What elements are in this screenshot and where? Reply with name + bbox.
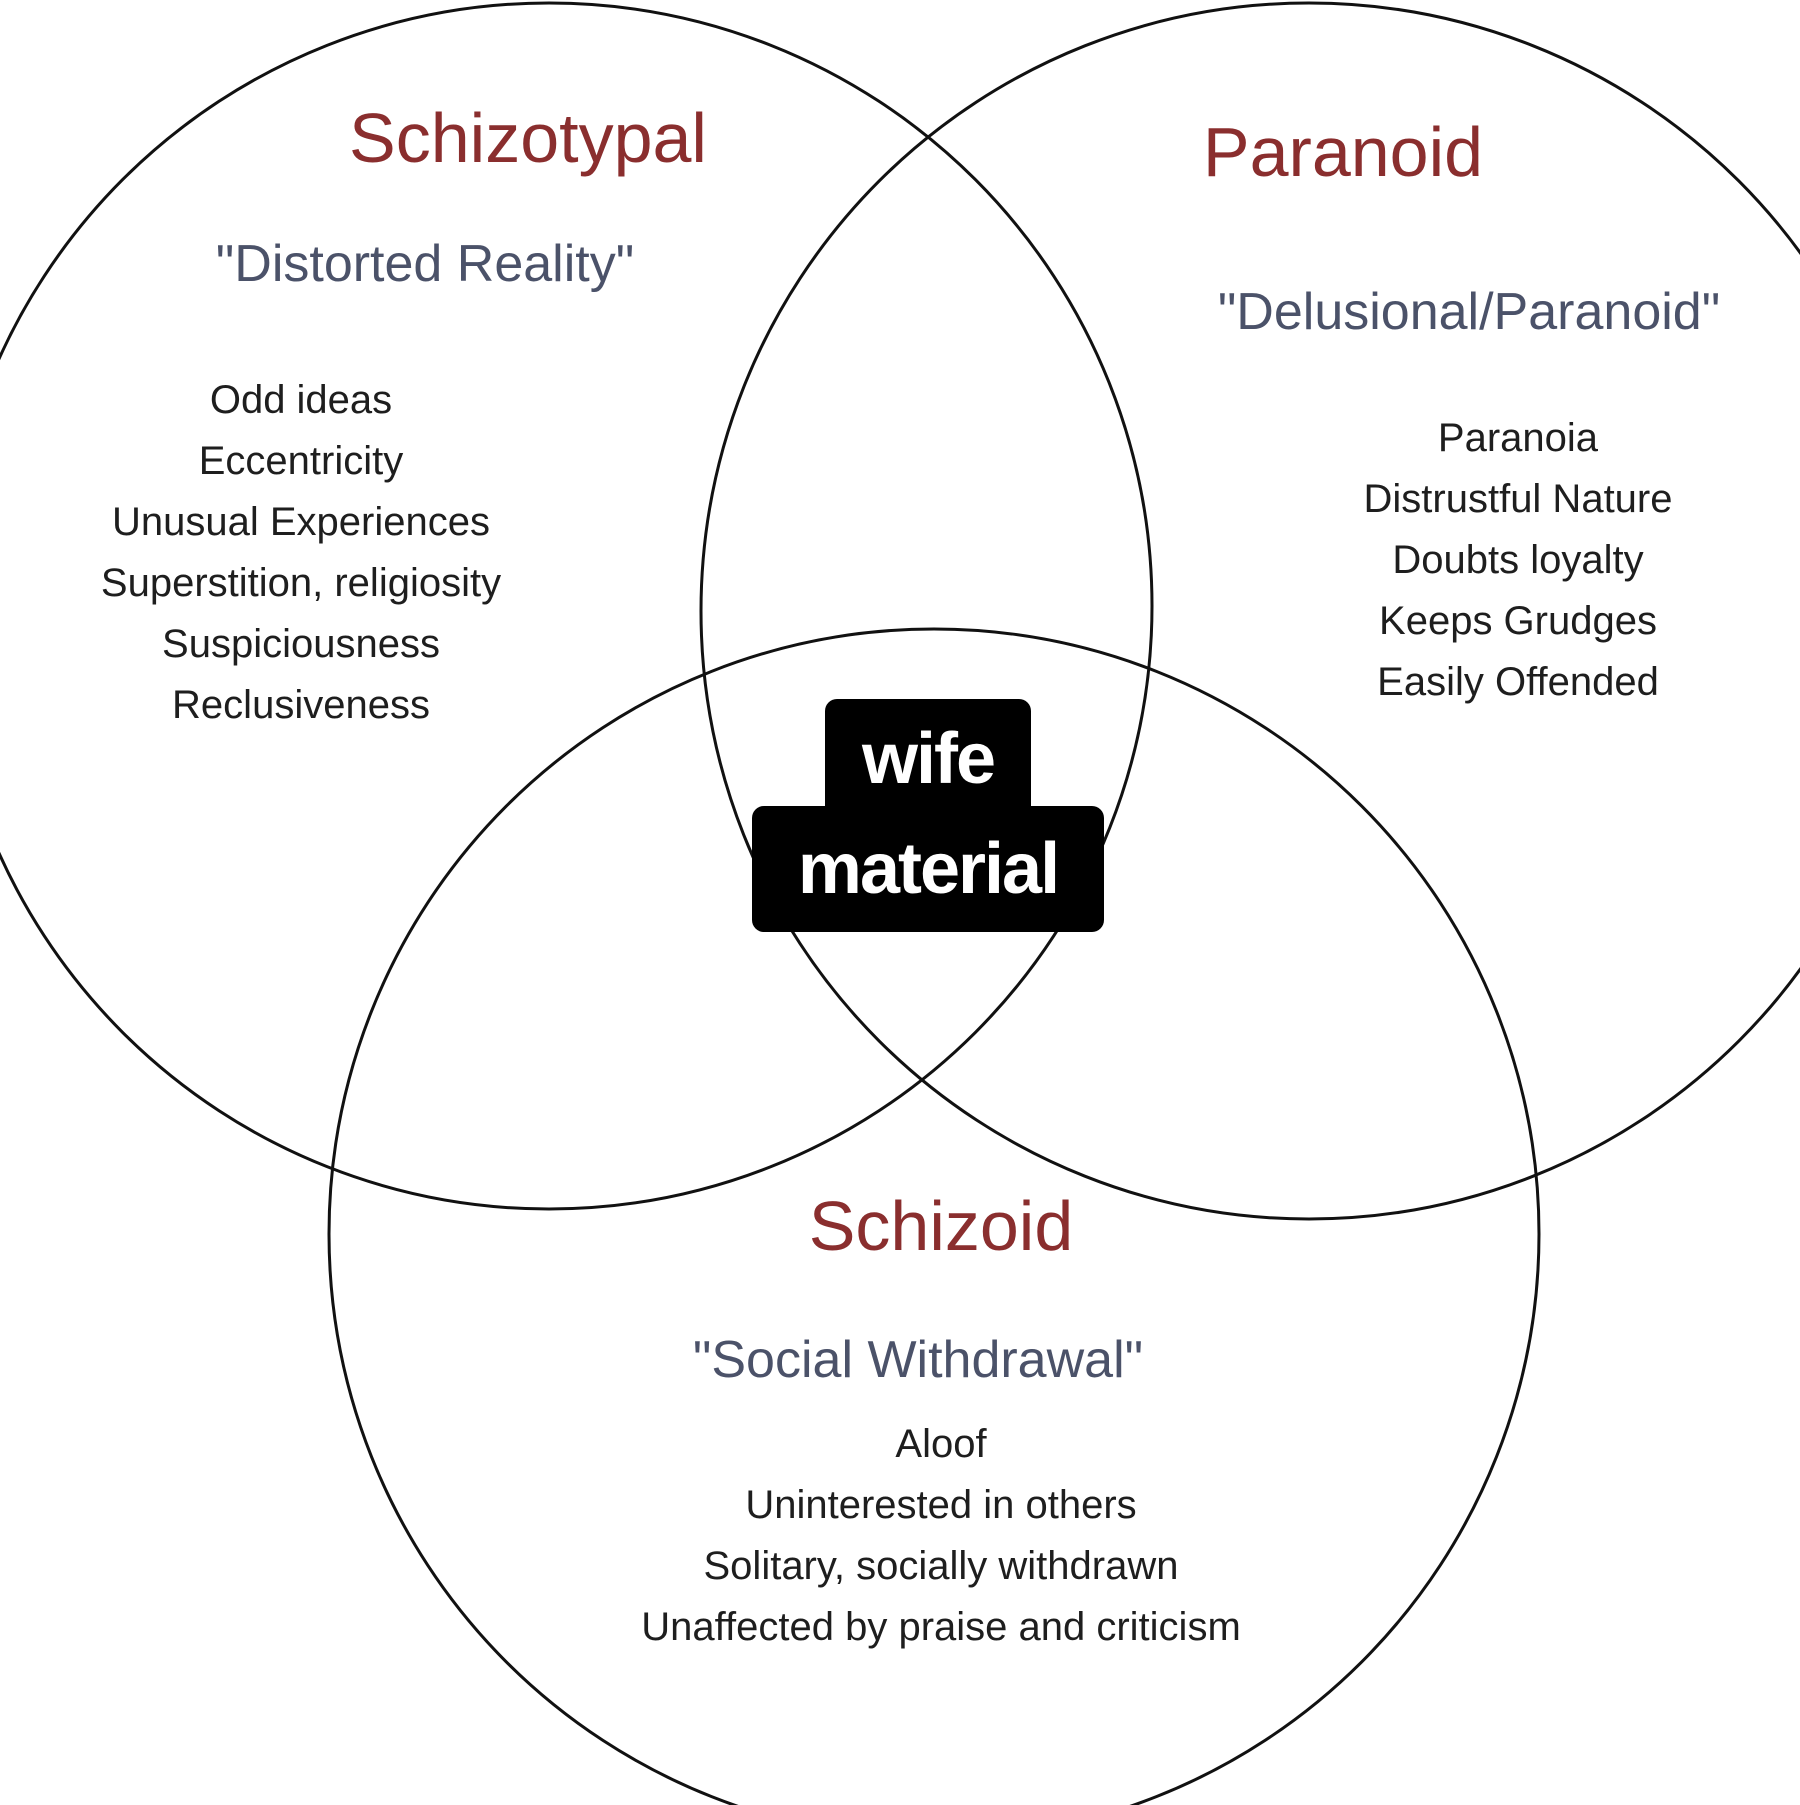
trait: Unaffected by praise and criticism (641, 1605, 1241, 1649)
schizotypal-traits: Odd ideas Eccentricity Unusual Experienc… (101, 370, 501, 736)
circle-paranoid (699, 1, 1800, 1221)
schizotypal-title: Schizotypal (349, 99, 707, 177)
trait: Solitary, socially withdrawn (703, 1544, 1179, 1588)
circle-schizoid (327, 627, 1541, 1805)
trait: Reclusiveness (172, 683, 430, 727)
trait: Superstition, religiosity (100, 561, 502, 605)
paranoid-subtitle: "Delusional/Paranoid" (1217, 283, 1721, 341)
schizotypal-subtitle: "Distorted Reality" (215, 235, 635, 293)
trait: Distrustful Nature (1363, 477, 1673, 521)
trait: Doubts loyalty (1392, 538, 1644, 582)
schizoid-subtitle: "Social Withdrawal" (692, 1331, 1144, 1389)
schizoid-title: Schizoid (808, 1187, 1074, 1265)
circle-schizotypal (0, 1, 1154, 1211)
schizoid-traits: Aloof Uninterested in others Solitary, s… (641, 1414, 1241, 1658)
center-label-line1: wife (825, 699, 1031, 819)
trait: Easily Offended (1377, 660, 1659, 704)
trait: Suspiciousness (162, 622, 440, 666)
trait: Paranoia (1437, 416, 1599, 460)
trait: Uninterested in others (745, 1483, 1137, 1527)
trait: Eccentricity (198, 439, 404, 483)
trait: Unusual Experiences (112, 500, 490, 544)
trait: Aloof (895, 1422, 987, 1466)
paranoid-traits: Paranoia Distrustful Nature Doubts loyal… (1364, 408, 1673, 713)
center-label-line2: material (752, 806, 1104, 932)
trait: Keeps Grudges (1379, 599, 1657, 643)
paranoid-title: Paranoid (1202, 113, 1484, 191)
trait: Odd ideas (209, 378, 393, 422)
